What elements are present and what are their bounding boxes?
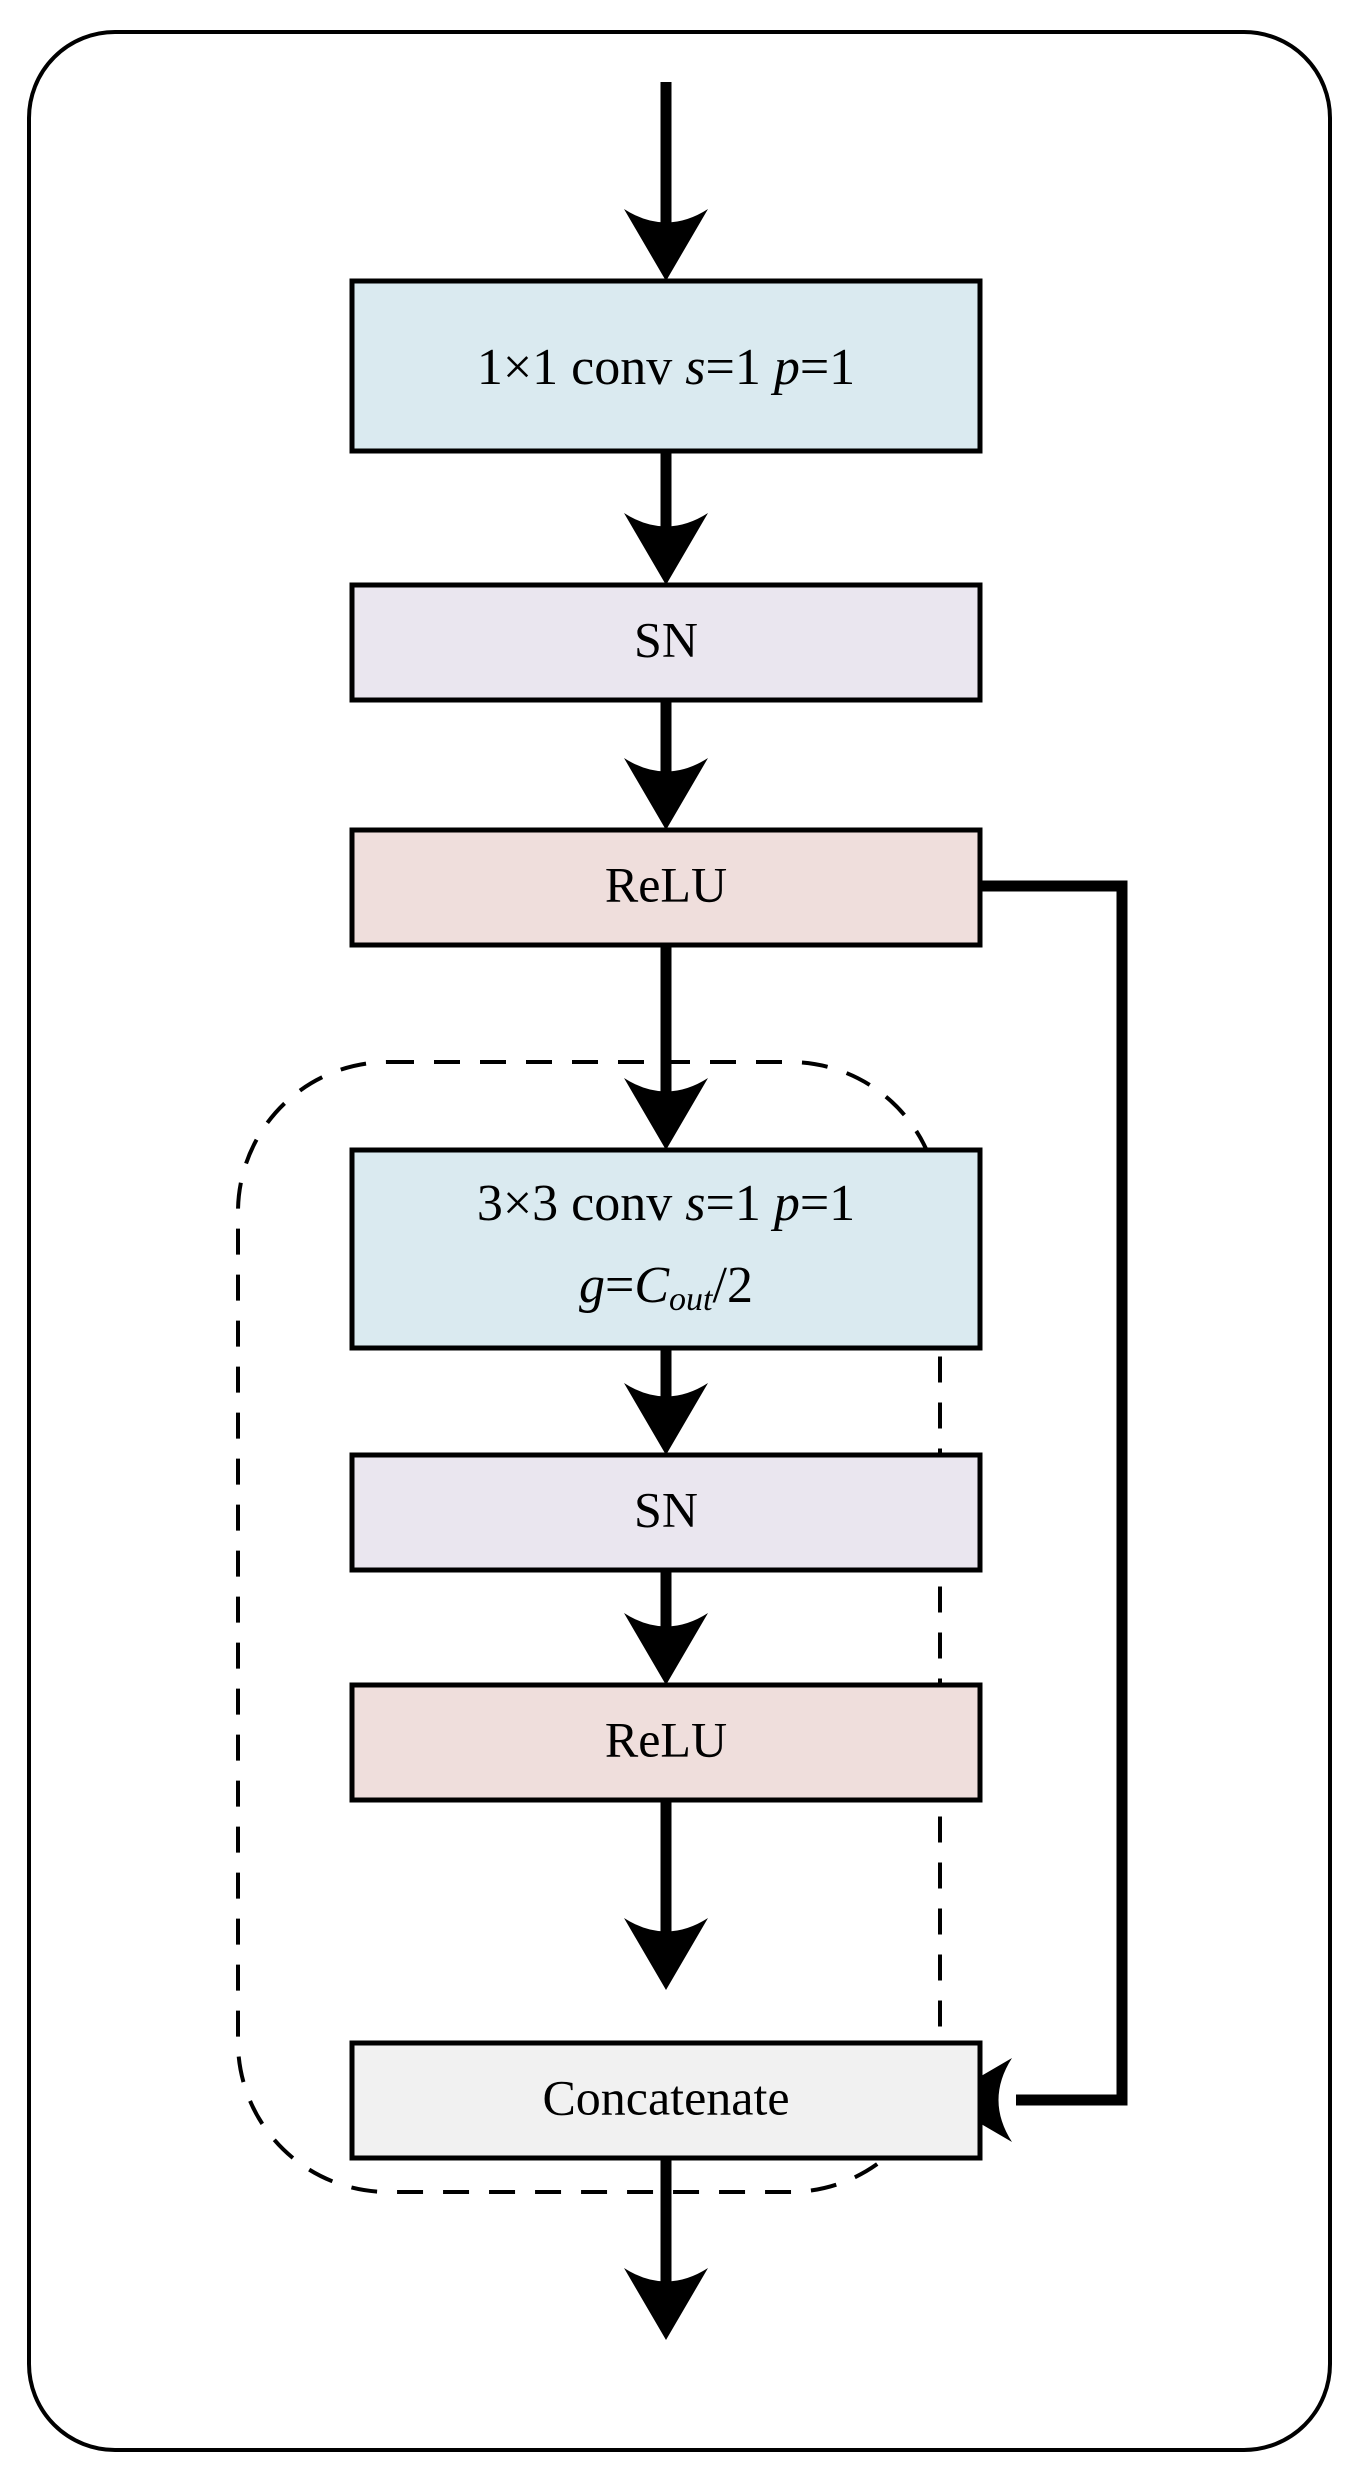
node-sn-2: SN bbox=[349, 1452, 983, 1573]
node-concatenate-label: Concatenate bbox=[542, 2069, 789, 2125]
node-sn-2-label: SN bbox=[634, 1481, 698, 1537]
node-relu-2-label: ReLU bbox=[605, 1711, 727, 1767]
outer-container-rounded-rect bbox=[27, 30, 1332, 2452]
node-sn-1: SN bbox=[349, 582, 983, 703]
node-conv-1x1: 1×1 conv s=1 p=1 bbox=[349, 278, 983, 454]
edge-conv1x1-to-sn1 bbox=[624, 451, 708, 585]
node-relu-1: ReLU bbox=[349, 827, 983, 948]
node-conv-3x3: 3×3 conv s=1 p=1 g=Cout/2 bbox=[349, 1147, 983, 1351]
grouping-box-dashed-rect bbox=[236, 1060, 942, 2194]
edge-conv3x3-to-sn2 bbox=[624, 1348, 708, 1455]
node-conv-1x1-label: 1×1 conv s=1 p=1 bbox=[477, 339, 855, 396]
edge-sn2-to-relu2 bbox=[624, 1570, 708, 1685]
edge-input-to-conv1x1 bbox=[624, 82, 708, 281]
node-sn-1-label: SN bbox=[634, 611, 698, 667]
node-conv-3x3-label-line1: 3×3 conv s=1 p=1 bbox=[477, 1175, 855, 1232]
edge-concatenate-to-output bbox=[624, 2158, 708, 2340]
node-relu-1-label: ReLU bbox=[605, 856, 727, 912]
node-concatenate: Concatenate bbox=[349, 2040, 983, 2161]
edge-relu1-to-conv3x3 bbox=[624, 945, 708, 1150]
edge-relu2-to-concatenate bbox=[624, 1800, 708, 1990]
node-conv-3x3-label-line2: g=Cout/2 bbox=[579, 1257, 753, 1318]
edge-sn1-to-relu1 bbox=[624, 700, 708, 830]
node-relu-2: ReLU bbox=[349, 1682, 983, 1803]
